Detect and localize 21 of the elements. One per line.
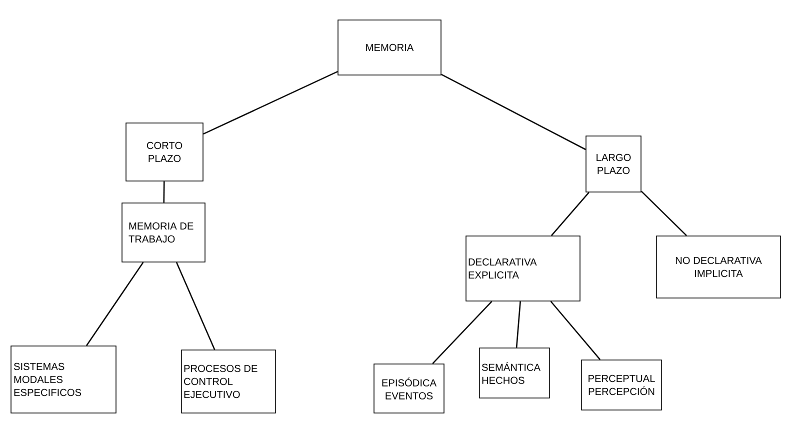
text-box: NO DECLARATIVA IMPLICITA [656,236,781,298]
text-box: LARGO PLAZO [586,136,642,192]
connector-line [550,300,601,360]
text-box: SEMÁNTICA HECHOS [479,348,550,398]
connector-line [516,301,521,348]
connector-line [163,181,165,203]
connector-line [86,262,144,346]
text-box: PROCESOS DE CONTROL EJECUTIVO [181,350,276,414]
connector-line [176,262,216,350]
connector-line [441,74,586,150]
text-box: MEMORIA DE TRABAJO [122,202,206,262]
text-box: CORTO PLAZO [126,122,204,182]
connector-line [551,192,590,236]
text-box: PERCEPTUAL PERCEPCIÓN [581,360,662,410]
text-box: MEMORIA [338,20,442,76]
text-box: DECLARATIVA EXPLICITA [466,236,580,302]
connector-line [432,300,492,364]
connector-line [203,71,338,135]
connector-line [640,190,687,236]
text-box: EPISÓDICA EVENTOS [374,364,444,414]
text-box: SISTEMAS MODALES ESPECIFICOS [10,346,116,414]
